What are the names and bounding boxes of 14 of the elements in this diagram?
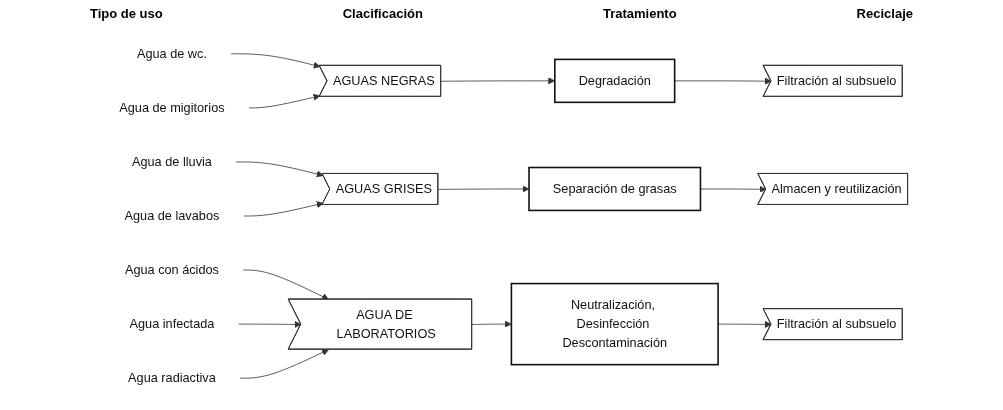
node-box: Degradación — [554, 58, 676, 104]
column-heading: Reciclaje — [856, 5, 913, 21]
node-text: Agua de migitorios — [119, 100, 225, 115]
node-text: Agua infectada — [129, 316, 215, 331]
column-heading: Tratamiento — [602, 5, 677, 21]
node-text: Agua de wc. — [136, 46, 207, 61]
node-text: Agua de lavabos — [124, 208, 220, 223]
node-text: Agua de lluvia — [131, 154, 212, 169]
node-box: Separación de grasas — [528, 166, 702, 212]
column-heading: Tipo de uso — [90, 5, 163, 21]
column-heading: Clacificación — [342, 5, 423, 21]
node-box: Neutralización, Desinfección Descontaminación — [510, 282, 719, 366]
node-text: Agua con ácidos — [124, 262, 219, 277]
node-text: Agua radiactiva — [128, 371, 216, 385]
